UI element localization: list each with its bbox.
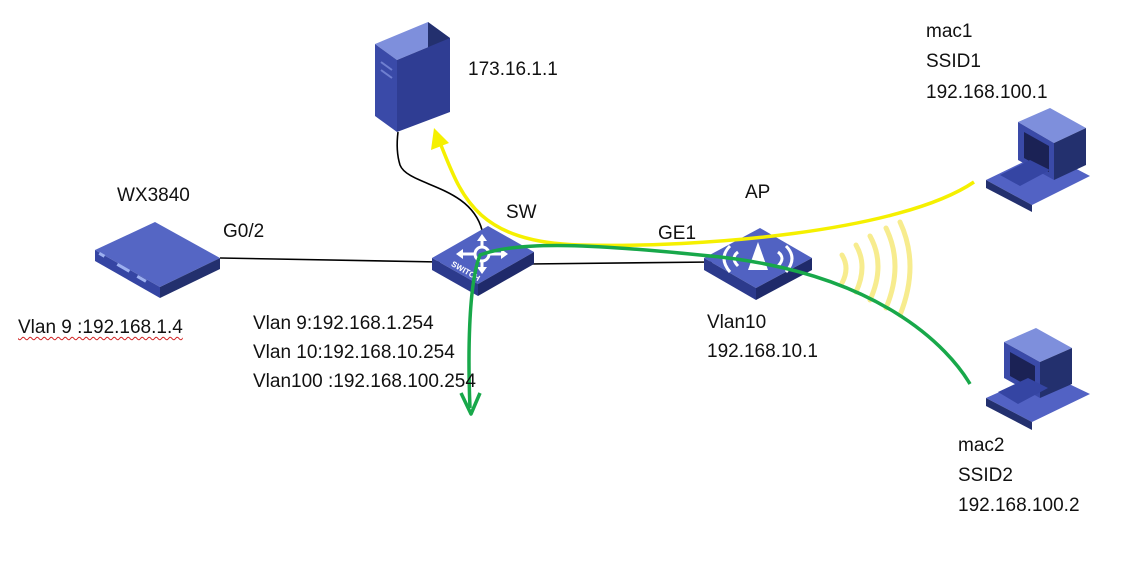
controller-vlan-label: Vlan 9 :192.168.1.4 (18, 316, 183, 340)
controller-vlan-text: Vlan 9 :192.168.1.4 (18, 317, 183, 338)
yellow-arrowhead (431, 128, 449, 150)
green-flow-path (467, 243, 972, 409)
client1-ip-label: 192.168.100.1 (926, 82, 1048, 103)
client1-ssid-label: SSID1 (926, 51, 981, 72)
ap-vlan-label: Vlan10 (707, 312, 767, 333)
wifi-waves-icon (839, 219, 913, 318)
switch-name-label: SW (506, 202, 537, 223)
yellow-flow-path (436, 137, 975, 248)
pc-icon (986, 108, 1090, 212)
switch-vlan-10-label: Vlan 10:192.168.10.254 (253, 342, 455, 363)
pc-icon (986, 328, 1090, 430)
controller-name-label: WX3840 (117, 185, 190, 206)
client2-mac-label: mac2 (958, 435, 1005, 456)
client1-mac-label: mac1 (926, 21, 973, 42)
ap-ip-label: 192.168.10.1 (707, 341, 818, 362)
switch-vlan-9-label: Vlan 9:192.168.1.254 (253, 313, 434, 334)
server-ip-label: 173.16.1.1 (468, 59, 558, 80)
client2-ssid-label: SSID2 (958, 465, 1013, 486)
server-icon (375, 22, 450, 132)
switch-vlan-100-label: Vlan100 :192.168.100.254 (253, 371, 476, 392)
client2-ip-label: 192.168.100.2 (958, 495, 1080, 516)
ap-name-label: AP (745, 182, 771, 203)
ap-port-label: GE1 (658, 223, 697, 244)
green-arrowhead (459, 392, 482, 416)
controller-port-label: G0/2 (223, 221, 265, 242)
link-controller-switch (219, 257, 441, 263)
controller-icon (95, 222, 220, 298)
link-switch-server (396, 131, 483, 231)
ap-icon (704, 228, 812, 300)
link-switch-ap (527, 261, 713, 265)
